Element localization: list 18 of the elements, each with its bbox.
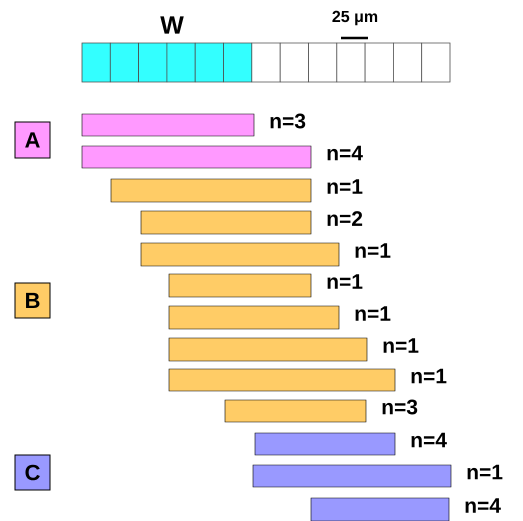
group-label-box: C [14,454,50,490]
count-label: n=1 [356,243,390,258]
count-label: n=2 [328,211,362,226]
count-label: n=3 [382,400,418,414]
scale-label: 25 μm [332,10,378,26]
count-label: n=1 [384,338,418,353]
group-label-box: A [14,122,50,158]
count-label: n=4 [328,146,363,160]
count-label: n=3 [270,114,306,128]
count-label: n=1 [468,464,502,480]
count-label: n=4 [412,432,447,448]
count-label: n=1 [356,306,390,321]
heading-label: W [160,16,184,34]
count-label: n=1 [328,274,362,289]
count-label: n=1 [328,179,362,194]
count-label: n=4 [466,498,501,513]
group-label-box: B [14,282,50,318]
count-label: n=1 [412,368,446,384]
